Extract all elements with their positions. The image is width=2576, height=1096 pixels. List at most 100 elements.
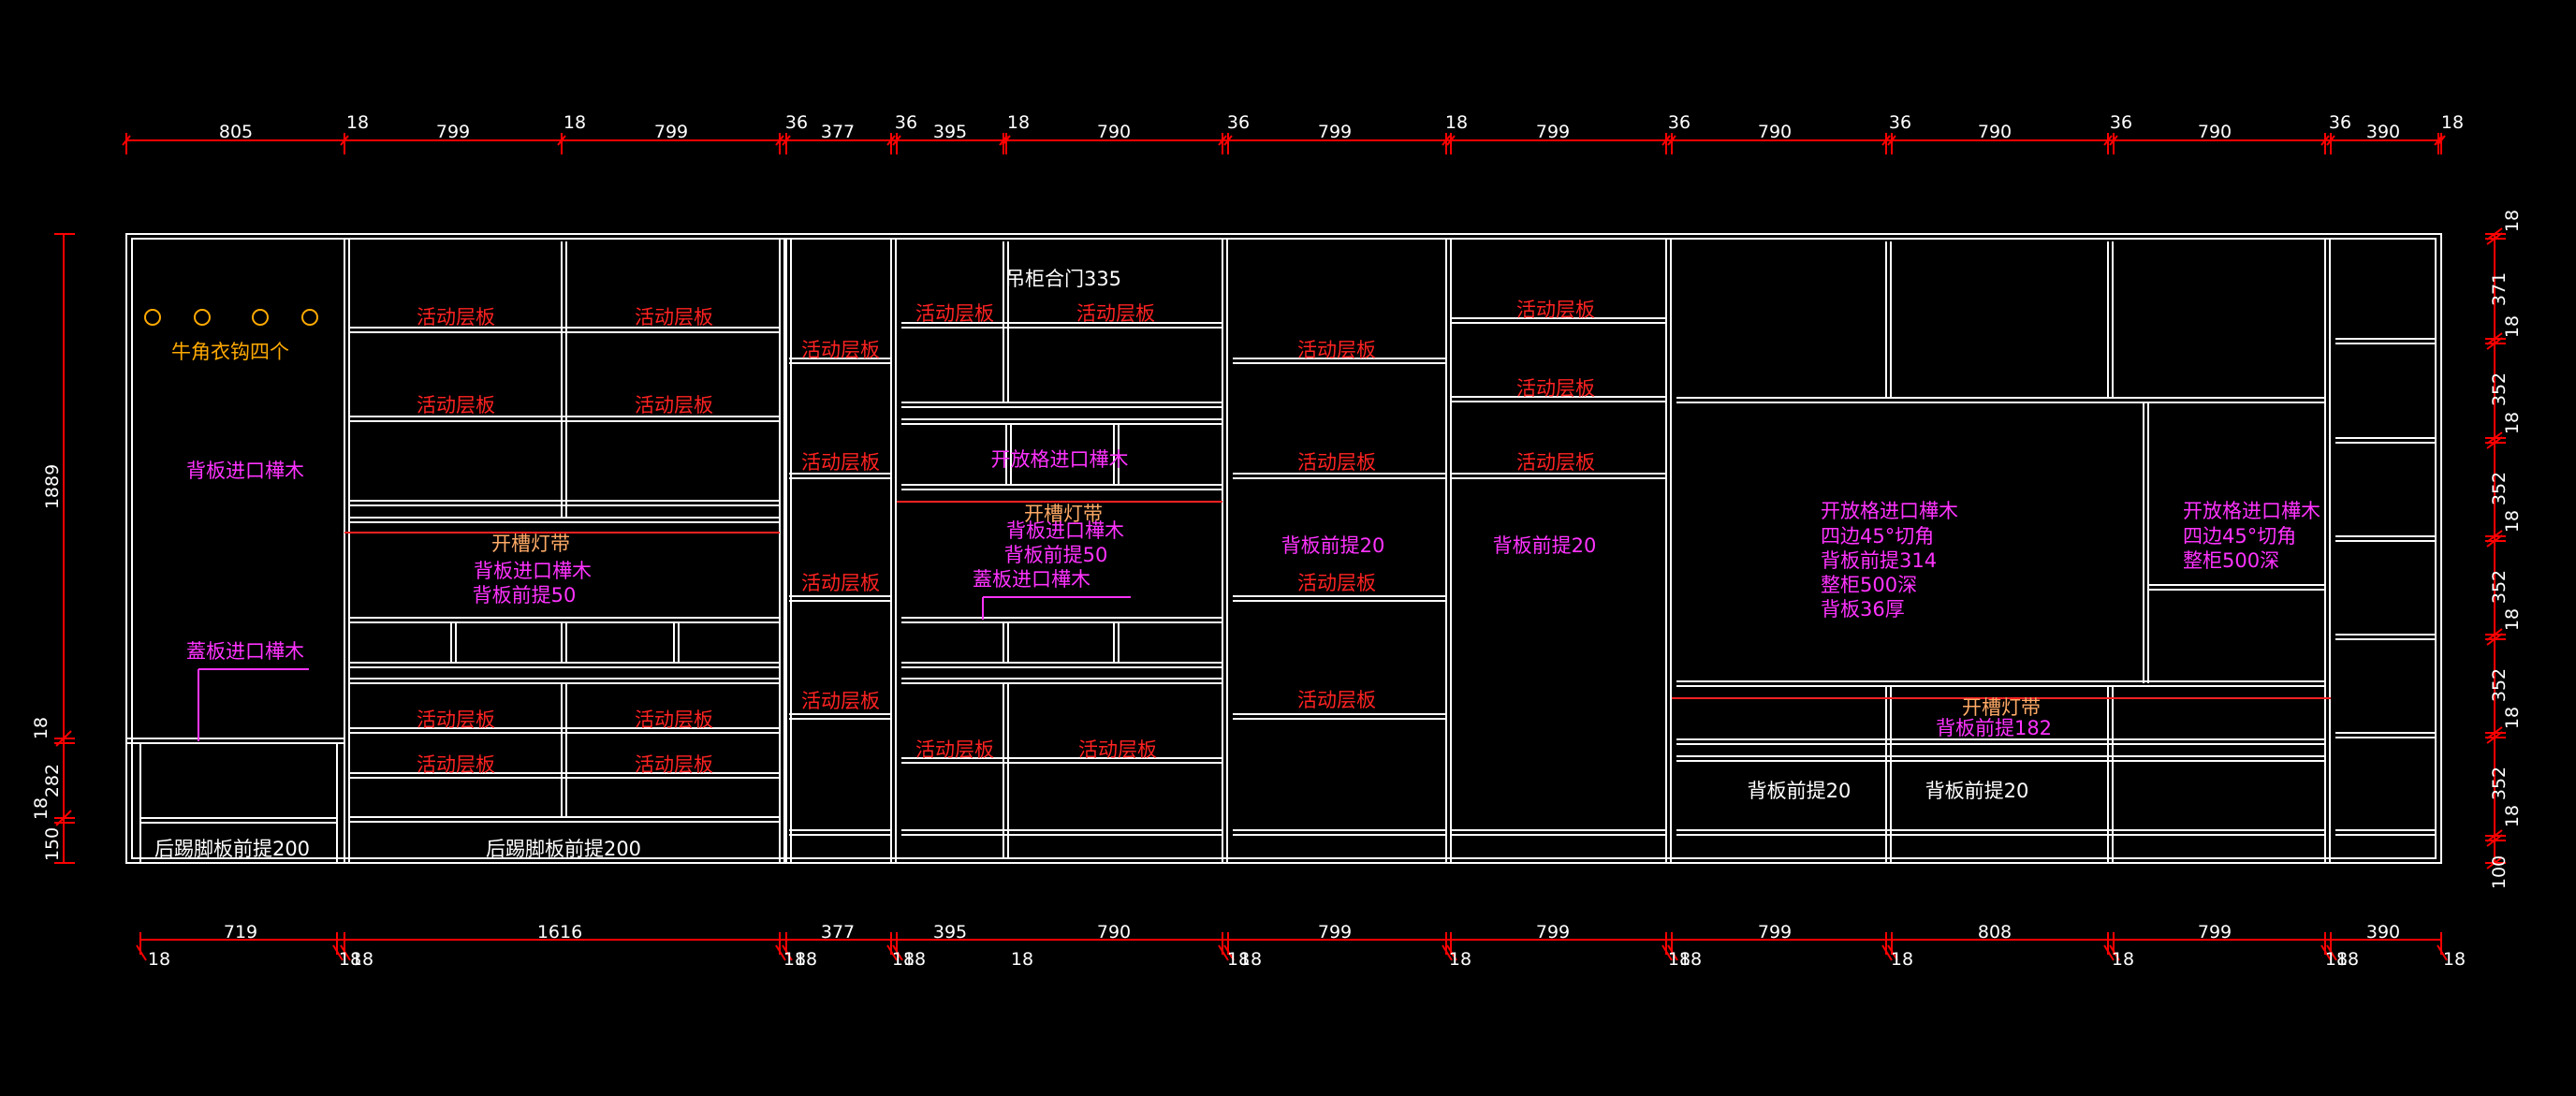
dim-bottom-small-3: 18 bbox=[351, 949, 373, 970]
cad-line bbox=[886, 135, 896, 146]
cad-line bbox=[1442, 135, 1451, 146]
dim-bottom-small-7: 18 bbox=[903, 949, 926, 970]
label-back-panel-a: 背板进口樺木 bbox=[186, 460, 304, 482]
label-back-front20-e2: 背板前提20 bbox=[1493, 534, 1597, 557]
bottom-dimension-chain bbox=[136, 932, 2448, 961]
label-shelf-e7: 活动层板 bbox=[1516, 451, 1595, 474]
cad-line bbox=[136, 944, 147, 961]
top-dimension-labels: 805 18 799 18 799 36 377 36 395 18 790 3… bbox=[219, 112, 2464, 142]
dim-bottom-10: 799 bbox=[2198, 922, 2232, 943]
dim-bottom-3: 377 bbox=[821, 922, 855, 943]
label-back-front50-b: 背板前提50 bbox=[473, 584, 577, 606]
cad-line bbox=[892, 135, 901, 146]
label-groove-f: 开槽灯带 bbox=[1962, 696, 2041, 719]
dim-bottom-small-6: 18 bbox=[892, 949, 915, 970]
cad-line bbox=[1667, 944, 1678, 961]
dim-bottom-small-16: 18 bbox=[2325, 949, 2348, 970]
dim-right-9: 18 bbox=[2502, 608, 2523, 631]
dim-right-13: 18 bbox=[2502, 805, 2523, 827]
dim-top-1: 805 bbox=[219, 122, 253, 142]
label-shelf-d4: 活动层板 bbox=[1078, 738, 1157, 761]
dim-bottom-small-12: 18 bbox=[1668, 949, 1690, 970]
dim-right-5: 18 bbox=[2502, 412, 2523, 434]
cad-line bbox=[1881, 135, 1891, 146]
dim-top-19: 790 bbox=[1978, 122, 2012, 142]
dim-bottom-small-13: 18 bbox=[1679, 949, 1702, 970]
cad-line bbox=[2326, 135, 2335, 146]
cad-line bbox=[2103, 135, 2113, 146]
label-back-front182: 背板前提182 bbox=[1936, 717, 2052, 739]
label-open-grid-d: 开放格进口樺木 bbox=[991, 448, 1129, 471]
dim-right-1: 18 bbox=[2502, 210, 2523, 232]
label-shelf-b1: 活动层板 bbox=[417, 306, 495, 329]
label-bevel-f2: 四边45°切角 bbox=[2183, 525, 2296, 548]
label-shelf-d2: 活动层板 bbox=[1076, 302, 1155, 325]
cad-line bbox=[2326, 944, 2337, 961]
top-dimension-chain bbox=[122, 133, 2446, 154]
dim-top-3: 799 bbox=[436, 122, 470, 142]
dim-bottom-small-10: 18 bbox=[1239, 949, 1262, 970]
label-groove-d: 开槽灯带 bbox=[1024, 503, 1103, 525]
label-kick-a: 后踢脚板前提200 bbox=[154, 838, 310, 860]
dim-top-4: 18 bbox=[564, 112, 586, 133]
dim-bottom-11: 390 bbox=[2366, 922, 2400, 943]
dim-left-5: 150 bbox=[42, 827, 63, 861]
cad-line bbox=[2109, 944, 2120, 961]
label-shelf-e3: 活动层板 bbox=[1297, 572, 1376, 594]
label-shelf-b4: 活动层板 bbox=[635, 394, 713, 416]
label-shelf-b2: 活动层板 bbox=[635, 306, 713, 329]
dim-bottom-small-14: 18 bbox=[1891, 949, 1913, 970]
dim-right-4: 352 bbox=[2489, 373, 2510, 406]
dim-top-24: 18 bbox=[2441, 112, 2464, 133]
dim-bottom-small-18: 18 bbox=[2443, 949, 2466, 970]
label-shelf-c3: 活动层板 bbox=[801, 572, 880, 594]
cad-line bbox=[2486, 633, 2503, 646]
hook-icon bbox=[301, 309, 318, 326]
label-shelf-b3: 活动层板 bbox=[417, 394, 495, 416]
cad-line bbox=[892, 944, 903, 961]
dim-top-16: 36 bbox=[1668, 112, 1690, 133]
cad-line bbox=[775, 944, 786, 961]
cad-line bbox=[1667, 135, 1676, 146]
label-cover-panel-d: 蓋板进口樺木 bbox=[973, 568, 1090, 591]
bottom-dimension-labels: 719 1616 377 395 790 799 799 799 808 799… bbox=[224, 922, 2400, 943]
label-shelf-c4: 活动层板 bbox=[801, 690, 880, 712]
label-open-grid-f1: 开放格进口樺木 bbox=[1821, 500, 1958, 522]
dim-top-17: 790 bbox=[1758, 122, 1792, 142]
label-back-panel-d: 背板进口樺木 bbox=[1006, 519, 1124, 542]
label-shelf-e5: 活动层板 bbox=[1516, 299, 1595, 321]
dim-top-5: 799 bbox=[654, 122, 688, 142]
cad-line bbox=[775, 135, 784, 146]
label-hanging-door: 吊柜合门335 bbox=[1005, 268, 1121, 290]
dim-top-21: 790 bbox=[2198, 122, 2232, 142]
dim-left-1: 1889 bbox=[42, 464, 63, 509]
cad-line bbox=[1661, 944, 1673, 961]
label-shelf-c2: 活动层板 bbox=[801, 451, 880, 474]
hooks-label: 牛角衣钩四个 bbox=[171, 341, 289, 363]
label-shelf-e2: 活动层板 bbox=[1297, 451, 1376, 474]
dim-top-10: 18 bbox=[1007, 112, 1030, 133]
dim-bottom-6: 799 bbox=[1318, 922, 1352, 943]
cad-line bbox=[2486, 436, 2503, 449]
left-dimension-labels: 1889 18 282 18 150 bbox=[31, 464, 63, 861]
label-back-front314: 背板前提314 bbox=[1821, 549, 1937, 572]
dim-top-13: 799 bbox=[1318, 122, 1352, 142]
dim-bottom-small-9: 18 bbox=[1227, 949, 1250, 970]
label-groove-b: 开槽灯带 bbox=[491, 533, 570, 555]
bottom-small-dimension-labels: 18 18 18 18 18 18 18 18 18 18 18 18 18 1… bbox=[148, 949, 2466, 970]
label-back-36: 背板36厚 bbox=[1821, 598, 1905, 621]
dim-bottom-small-17: 18 bbox=[2336, 949, 2359, 970]
dim-top-22: 36 bbox=[2329, 112, 2351, 133]
dim-left-4: 18 bbox=[31, 797, 51, 820]
dim-bottom-2: 1616 bbox=[537, 922, 582, 943]
cad-line bbox=[1223, 135, 1233, 146]
cad-line bbox=[886, 944, 898, 961]
dim-top-2: 18 bbox=[346, 112, 369, 133]
right-dimension-chain bbox=[2485, 227, 2506, 869]
label-kick-b: 后踢脚板前提200 bbox=[486, 838, 641, 860]
dim-top-20: 36 bbox=[2110, 112, 2132, 133]
dim-top-14: 18 bbox=[1445, 112, 1468, 133]
dim-bottom-4: 395 bbox=[933, 922, 967, 943]
dim-top-15: 799 bbox=[1536, 122, 1570, 142]
dim-top-6: 36 bbox=[785, 112, 808, 133]
